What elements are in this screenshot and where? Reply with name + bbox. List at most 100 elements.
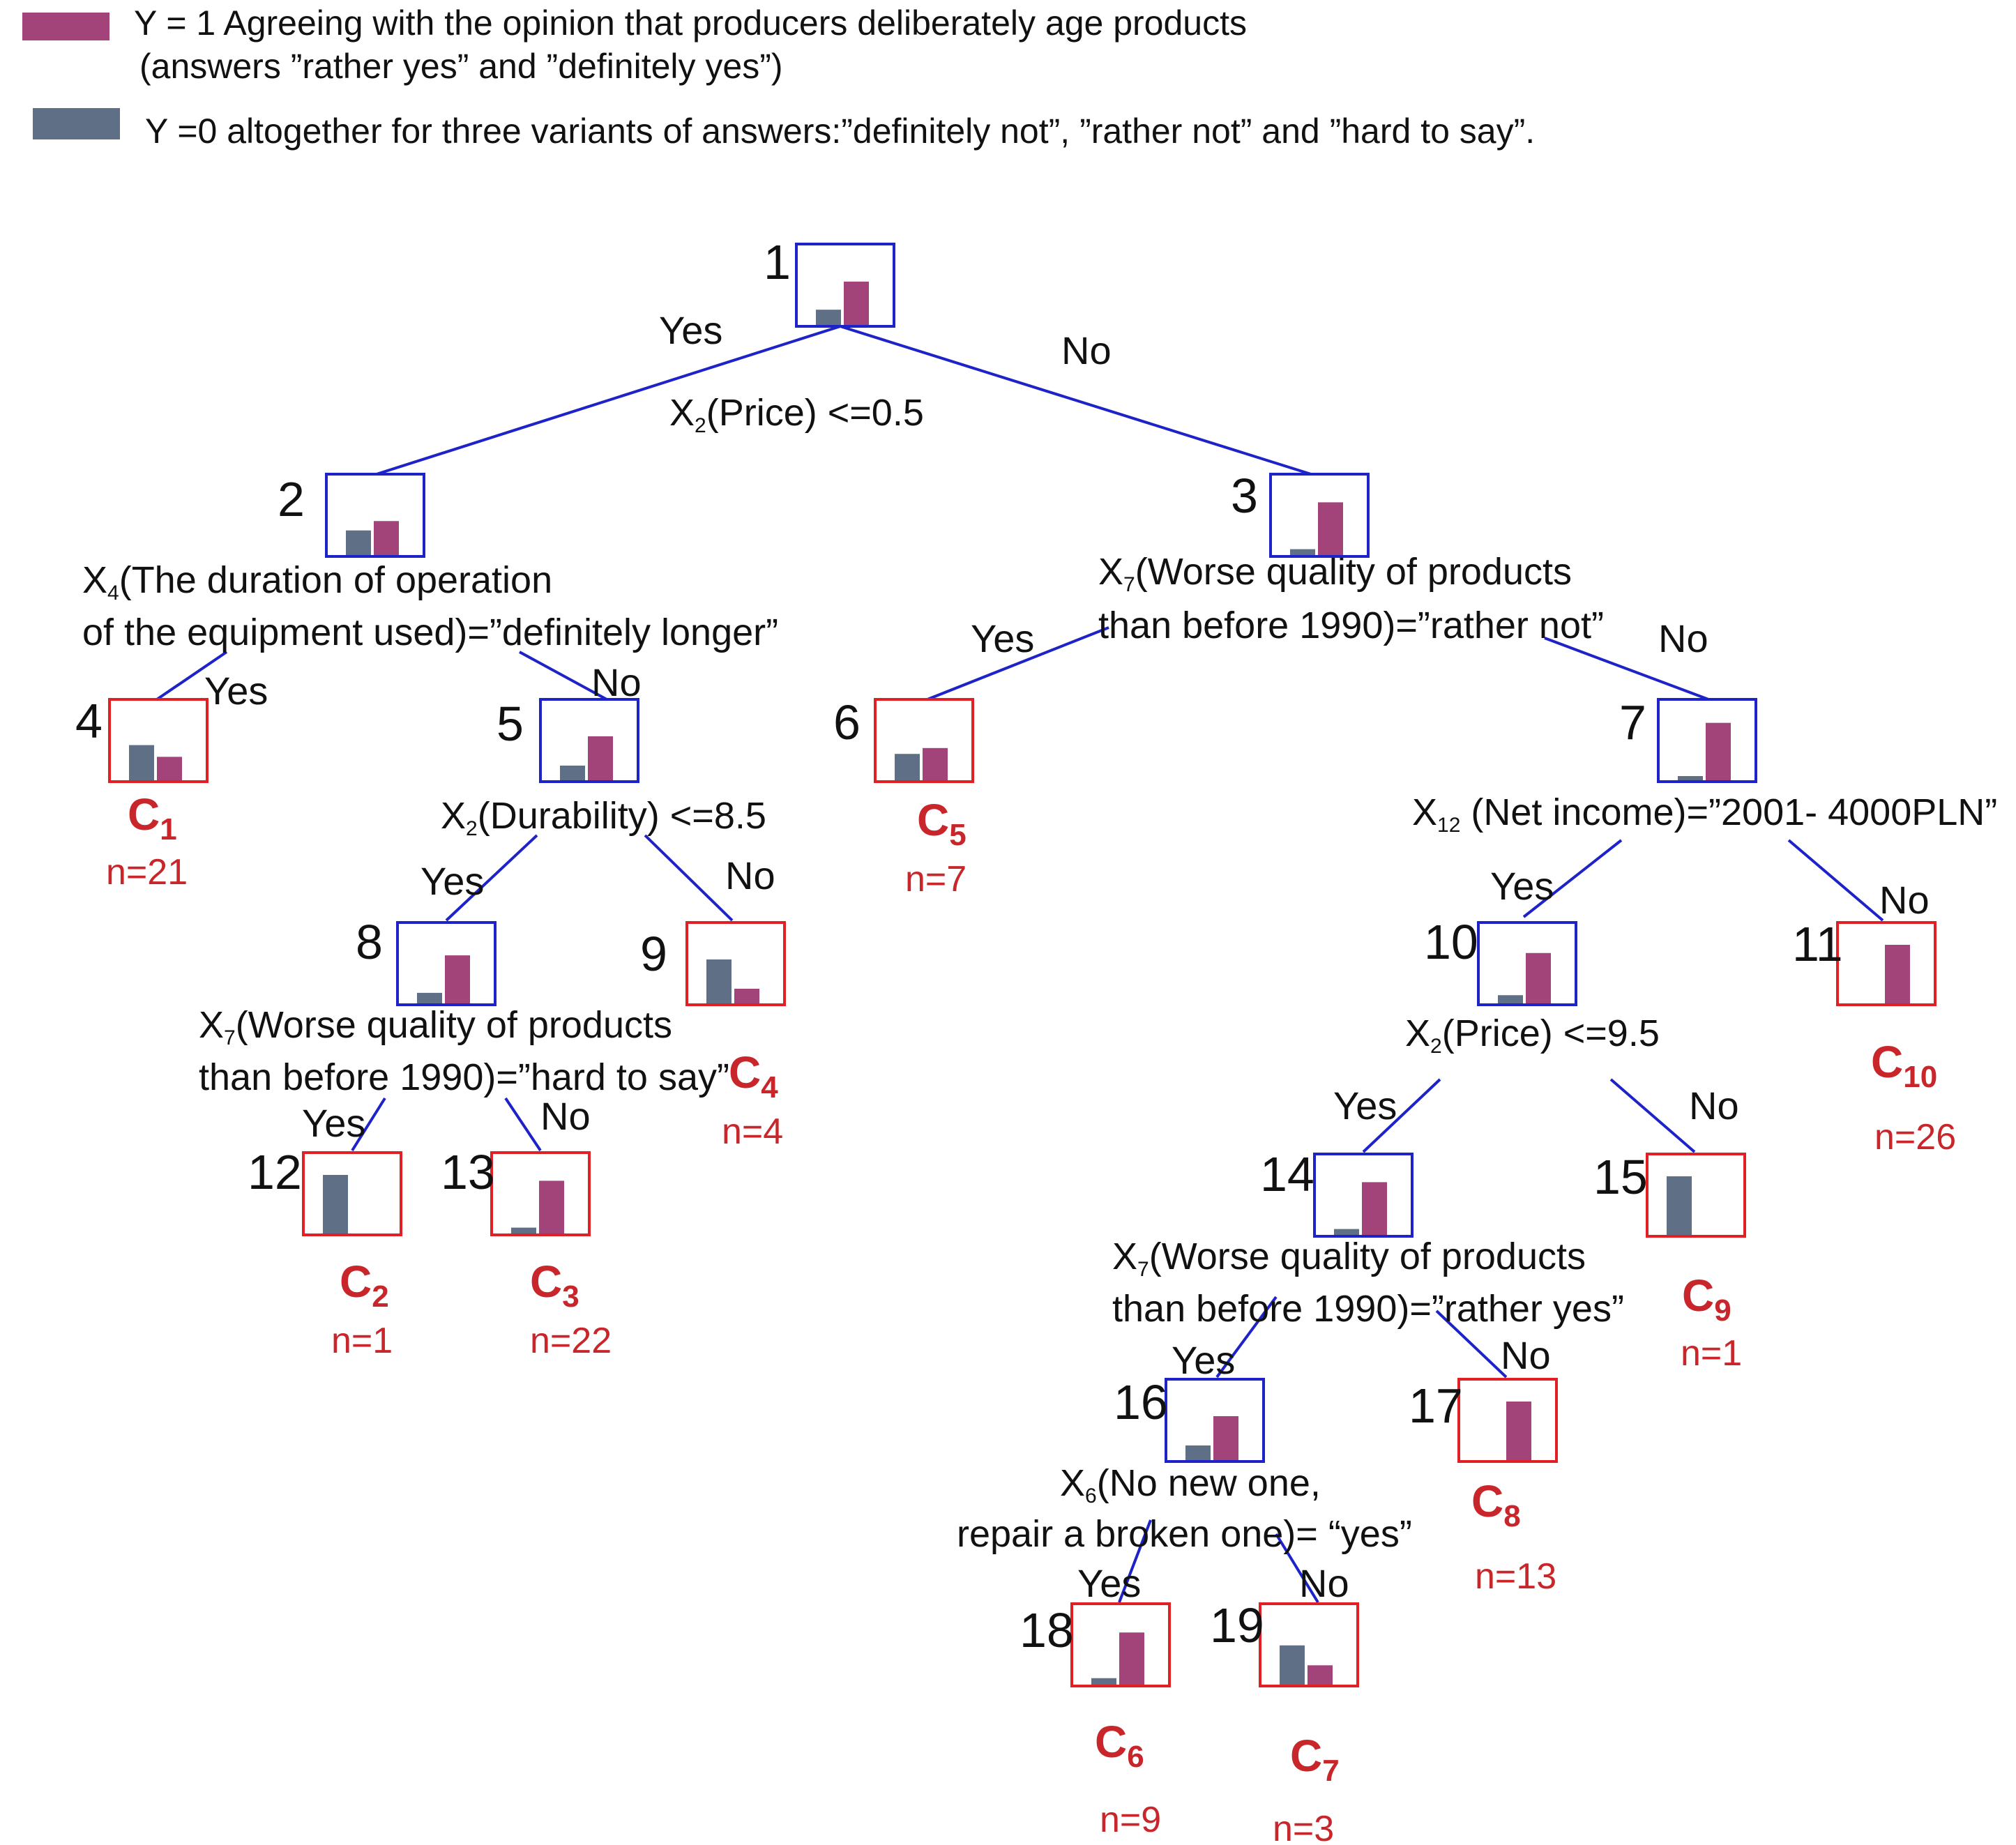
node-number: 5 — [497, 697, 524, 751]
bar-y1 — [1308, 1665, 1333, 1685]
branch-labels: Yes No Yes No Yes No Yes No Yes No Yes N… — [204, 308, 1930, 1605]
class-label: C2 — [340, 1256, 389, 1314]
bar-y1 — [923, 747, 948, 780]
leaf-node-box — [302, 1151, 402, 1236]
bar-y0 — [895, 754, 920, 780]
class-letter: C — [128, 789, 160, 840]
branch-label-no: No — [1658, 616, 1708, 660]
bar-y0 — [560, 766, 585, 780]
leaf-node-box — [1259, 1602, 1359, 1687]
node-number: 3 — [1231, 469, 1258, 523]
bar-y1 — [588, 736, 613, 780]
node-number: 15 — [1593, 1150, 1648, 1204]
edge-10-14 — [1362, 1078, 1441, 1153]
class-label: C4 — [729, 1047, 778, 1104]
split-node-box — [795, 243, 895, 328]
split-conditions: X2(Price) <=0.5 X4(The duration of opera… — [82, 392, 1997, 1555]
node-number: 7 — [1619, 695, 1646, 750]
edge-14-16 — [1215, 1296, 1278, 1379]
condition-node-14: X7(Worse quality of products — [1112, 1236, 1586, 1281]
node-number: 11 — [1792, 917, 1843, 971]
branch-label-yes: Yes — [420, 859, 484, 903]
sample-count: n=1 — [1681, 1333, 1742, 1374]
edge-7-11 — [1787, 839, 1884, 922]
bar-y0 — [1290, 549, 1315, 555]
bar-y1 — [1213, 1416, 1238, 1460]
bar-y1 — [1318, 502, 1343, 555]
class-letter: C — [1290, 1731, 1322, 1781]
bar-y0 — [511, 1227, 536, 1233]
edge-8-12 — [351, 1097, 386, 1152]
edge-3-7 — [1544, 637, 1709, 701]
class-label: C3 — [530, 1256, 579, 1314]
condition-node-16: X6(No new one, — [1060, 1462, 1321, 1508]
class-letter: C — [1471, 1476, 1503, 1526]
tree-edges — [156, 325, 1884, 1604]
branch-label-no: No — [1879, 878, 1930, 922]
condition-node-8: X7(Worse quality of products — [199, 1004, 672, 1049]
tree-node-10: 10 — [1424, 915, 1577, 1006]
branch-label-yes: Yes — [971, 616, 1034, 660]
bar-y1 — [1506, 1402, 1531, 1460]
tree-node-2: 2 — [278, 472, 425, 558]
class-letter: C — [1871, 1037, 1903, 1087]
bar-y0 — [323, 1175, 348, 1233]
legend: Y = 1 Agreeing with the opinion that pro… — [22, 3, 1535, 151]
edge-1-3 — [840, 325, 1312, 476]
bar-y0 — [1498, 995, 1523, 1003]
bar-y0 — [706, 959, 732, 1003]
node-number: 10 — [1424, 915, 1478, 969]
branch-label-yes: Yes — [659, 308, 722, 352]
class-subscript: 9 — [1714, 1293, 1731, 1328]
node-number: 1 — [764, 235, 791, 289]
class-subscript: 7 — [1322, 1754, 1339, 1788]
node-number: 12 — [248, 1145, 302, 1199]
edge-2-5 — [519, 651, 607, 701]
class-subscript: 10 — [1903, 1060, 1937, 1094]
bar-y0 — [1185, 1445, 1211, 1460]
class-letter: C — [917, 795, 949, 845]
class-letter: C — [1095, 1717, 1127, 1767]
edge-14-17 — [1435, 1309, 1508, 1379]
bar-y1 — [1526, 952, 1551, 1003]
condition-node-3-line2: than before 1990)=”rather not” — [1098, 605, 1604, 646]
sample-count: n=26 — [1874, 1117, 1956, 1157]
bar-y0 — [816, 310, 841, 325]
node-number: 6 — [833, 695, 861, 750]
bar-y0 — [129, 745, 154, 780]
legend-swatch-y1 — [22, 13, 109, 40]
branch-label-no: No — [591, 660, 642, 704]
edge-2-4 — [156, 651, 228, 701]
edge-3-6 — [927, 626, 1109, 701]
leaf-node-box — [1646, 1153, 1746, 1238]
tree-node-16: 16 — [1114, 1375, 1265, 1463]
node-number: 4 — [75, 694, 103, 748]
sample-count: n=1 — [331, 1321, 393, 1361]
bar-y1 — [157, 757, 182, 780]
branch-label-yes: Yes — [204, 669, 268, 713]
bar-y0 — [1280, 1645, 1305, 1685]
split-node-box — [1165, 1378, 1265, 1463]
leaf-node-box — [490, 1151, 591, 1236]
node-number: 13 — [441, 1145, 495, 1199]
class-label: C1 — [128, 789, 177, 846]
class-label: C8 — [1471, 1476, 1521, 1533]
legend-y1-line2: (answers ”rather yes” and ”definitely ye… — [139, 47, 783, 86]
branch-label-yes: Yes — [302, 1101, 365, 1145]
branch-label-yes: Yes — [1333, 1084, 1397, 1128]
sample-count: n=9 — [1100, 1800, 1161, 1840]
bar-y1 — [844, 281, 869, 325]
class-subscript: 5 — [949, 818, 966, 852]
node-number: 16 — [1114, 1375, 1168, 1429]
sample-count: n=21 — [106, 852, 188, 893]
edge-5-9 — [644, 834, 734, 922]
condition-node-1: X2(Price) <=0.5 — [669, 392, 924, 437]
tree-node-4: 4C1 n=21 — [75, 694, 209, 893]
